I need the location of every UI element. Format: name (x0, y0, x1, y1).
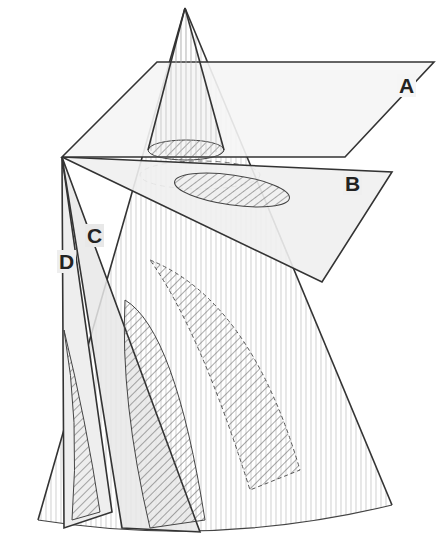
ellipse-section (172, 167, 291, 213)
cone-tip (148, 8, 224, 156)
plane-label: C (85, 224, 104, 247)
plane-label: B (343, 172, 362, 195)
plane-a (62, 62, 434, 157)
parabola-section (150, 260, 300, 490)
plane-label: D (57, 250, 76, 273)
plane-label: A (397, 74, 416, 97)
plane-b (62, 157, 392, 282)
